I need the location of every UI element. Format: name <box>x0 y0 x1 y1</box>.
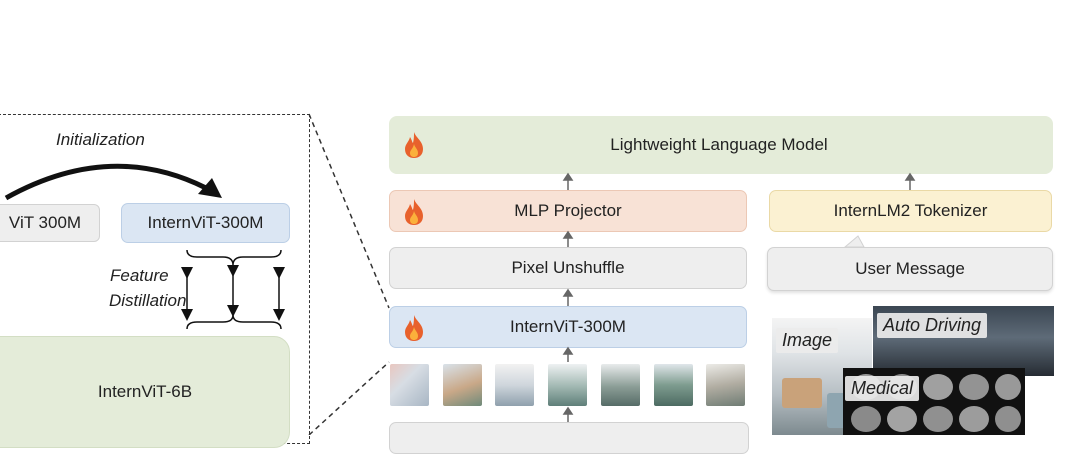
image-thumbnail <box>548 364 587 406</box>
mlp-projector-label: MLP Projector <box>514 201 622 220</box>
feature-label: Feature <box>110 266 169 285</box>
image-tag: Image <box>776 328 839 353</box>
tokenizer-box: InternLM2 Tokenizer <box>769 190 1052 232</box>
user-message-box: User Message <box>767 247 1053 291</box>
internvit-6b-label: InternViT-6B <box>97 382 193 401</box>
zoom-lines <box>308 113 390 435</box>
flame-icon <box>405 132 423 158</box>
image-thumbnail <box>601 364 640 406</box>
student-model-label: ViT 300M <box>8 213 82 232</box>
connector-arrows <box>562 172 916 422</box>
image-thumbnail <box>495 364 534 406</box>
flame-icon <box>405 199 423 225</box>
bubble-tail <box>843 235 865 248</box>
mlp-projector-box: MLP Projector <box>389 190 747 232</box>
image-thumbnail <box>654 364 693 406</box>
curved-arrow-icon <box>4 163 222 201</box>
internvit-300m-left-box: InternViT-300M <box>121 203 290 243</box>
medical-scans <box>843 368 1025 435</box>
internvit-300m-left-label: InternViT-300M <box>147 213 264 232</box>
image-thumbnail <box>390 364 429 406</box>
vision-encoder-label: InternViT-300M <box>510 317 626 336</box>
language-model-box: Lightweight Language Model <box>389 116 1053 174</box>
initialization-label: Initialization <box>56 130 145 149</box>
zoom-line-bottom <box>308 361 390 435</box>
zoom-line-top <box>308 113 390 309</box>
distillation-label: Distillation <box>109 291 187 310</box>
bottom-partial-box <box>389 422 749 454</box>
image-thumbnail <box>443 364 482 406</box>
pixel-unshuffle-box: Pixel Unshuffle <box>389 247 747 289</box>
language-model-label: Lightweight Language Model <box>610 135 828 154</box>
tokenizer-label: InternLM2 Tokenizer <box>833 201 988 220</box>
student-model-box: ViT 300M <box>0 204 100 242</box>
medical-tag: Medical <box>845 376 920 401</box>
flame-icon <box>405 315 423 341</box>
internvit-6b-box: InternViT-6B <box>0 336 290 448</box>
pixel-unshuffle-label: Pixel Unshuffle <box>511 258 625 277</box>
image-thumbnail <box>706 364 745 406</box>
double-arrow-icon <box>181 249 285 330</box>
user-message-label: User Message <box>855 259 965 278</box>
auto-driving-tag: Auto Driving <box>877 313 988 338</box>
